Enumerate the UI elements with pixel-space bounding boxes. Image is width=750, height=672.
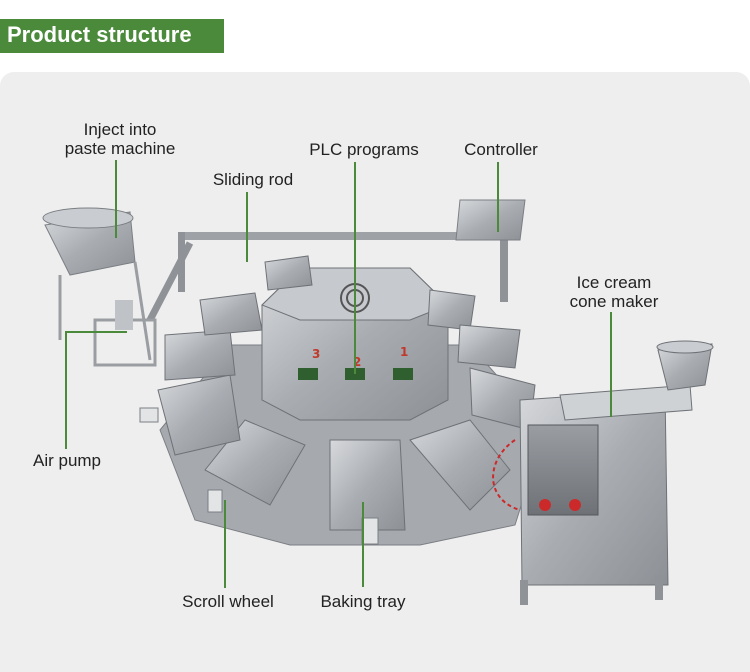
leader-plc [354,162,356,374]
station-number-1: 1 [400,345,408,359]
cone-maker-unit [492,340,714,605]
overhead-frame [146,232,510,322]
label-baking-tray: Baking tray [320,592,406,611]
label-ice-line1: Ice cream [576,273,652,292]
station-number-3: 3 [312,347,320,361]
paste-machine [42,207,157,367]
leader-scroll-wheel [224,500,226,588]
label-inject-line1: Inject into [83,120,157,139]
controller-box [455,199,526,241]
label-ice-line2: cone maker [569,292,659,311]
leader-air-pump-v [65,331,67,449]
leader-air-pump-h [65,331,127,333]
station-number-2: 2 [353,355,361,369]
label-scroll-wheel: Scroll wheel [182,592,274,611]
leader-ice-cream [610,312,612,417]
label-plc-programs: PLC programs [309,140,419,159]
label-inject-line2: paste machine [64,139,176,158]
section-header: Product structure [0,19,224,53]
label-controller: Controller [464,140,538,159]
leader-inject [115,160,117,238]
label-inject: Inject into paste machine [50,120,190,158]
baking-trays [157,255,536,531]
leader-sliding-rod [246,192,248,262]
label-air-pump: Air pump [32,451,102,470]
scroll-wheels [139,407,379,545]
label-sliding-rod: Sliding rod [212,170,294,189]
leader-baking-tray [362,502,364,587]
section-title: Product structure [7,22,192,47]
label-ice-cream: Ice cream cone maker [556,273,672,311]
leader-controller [497,162,499,232]
